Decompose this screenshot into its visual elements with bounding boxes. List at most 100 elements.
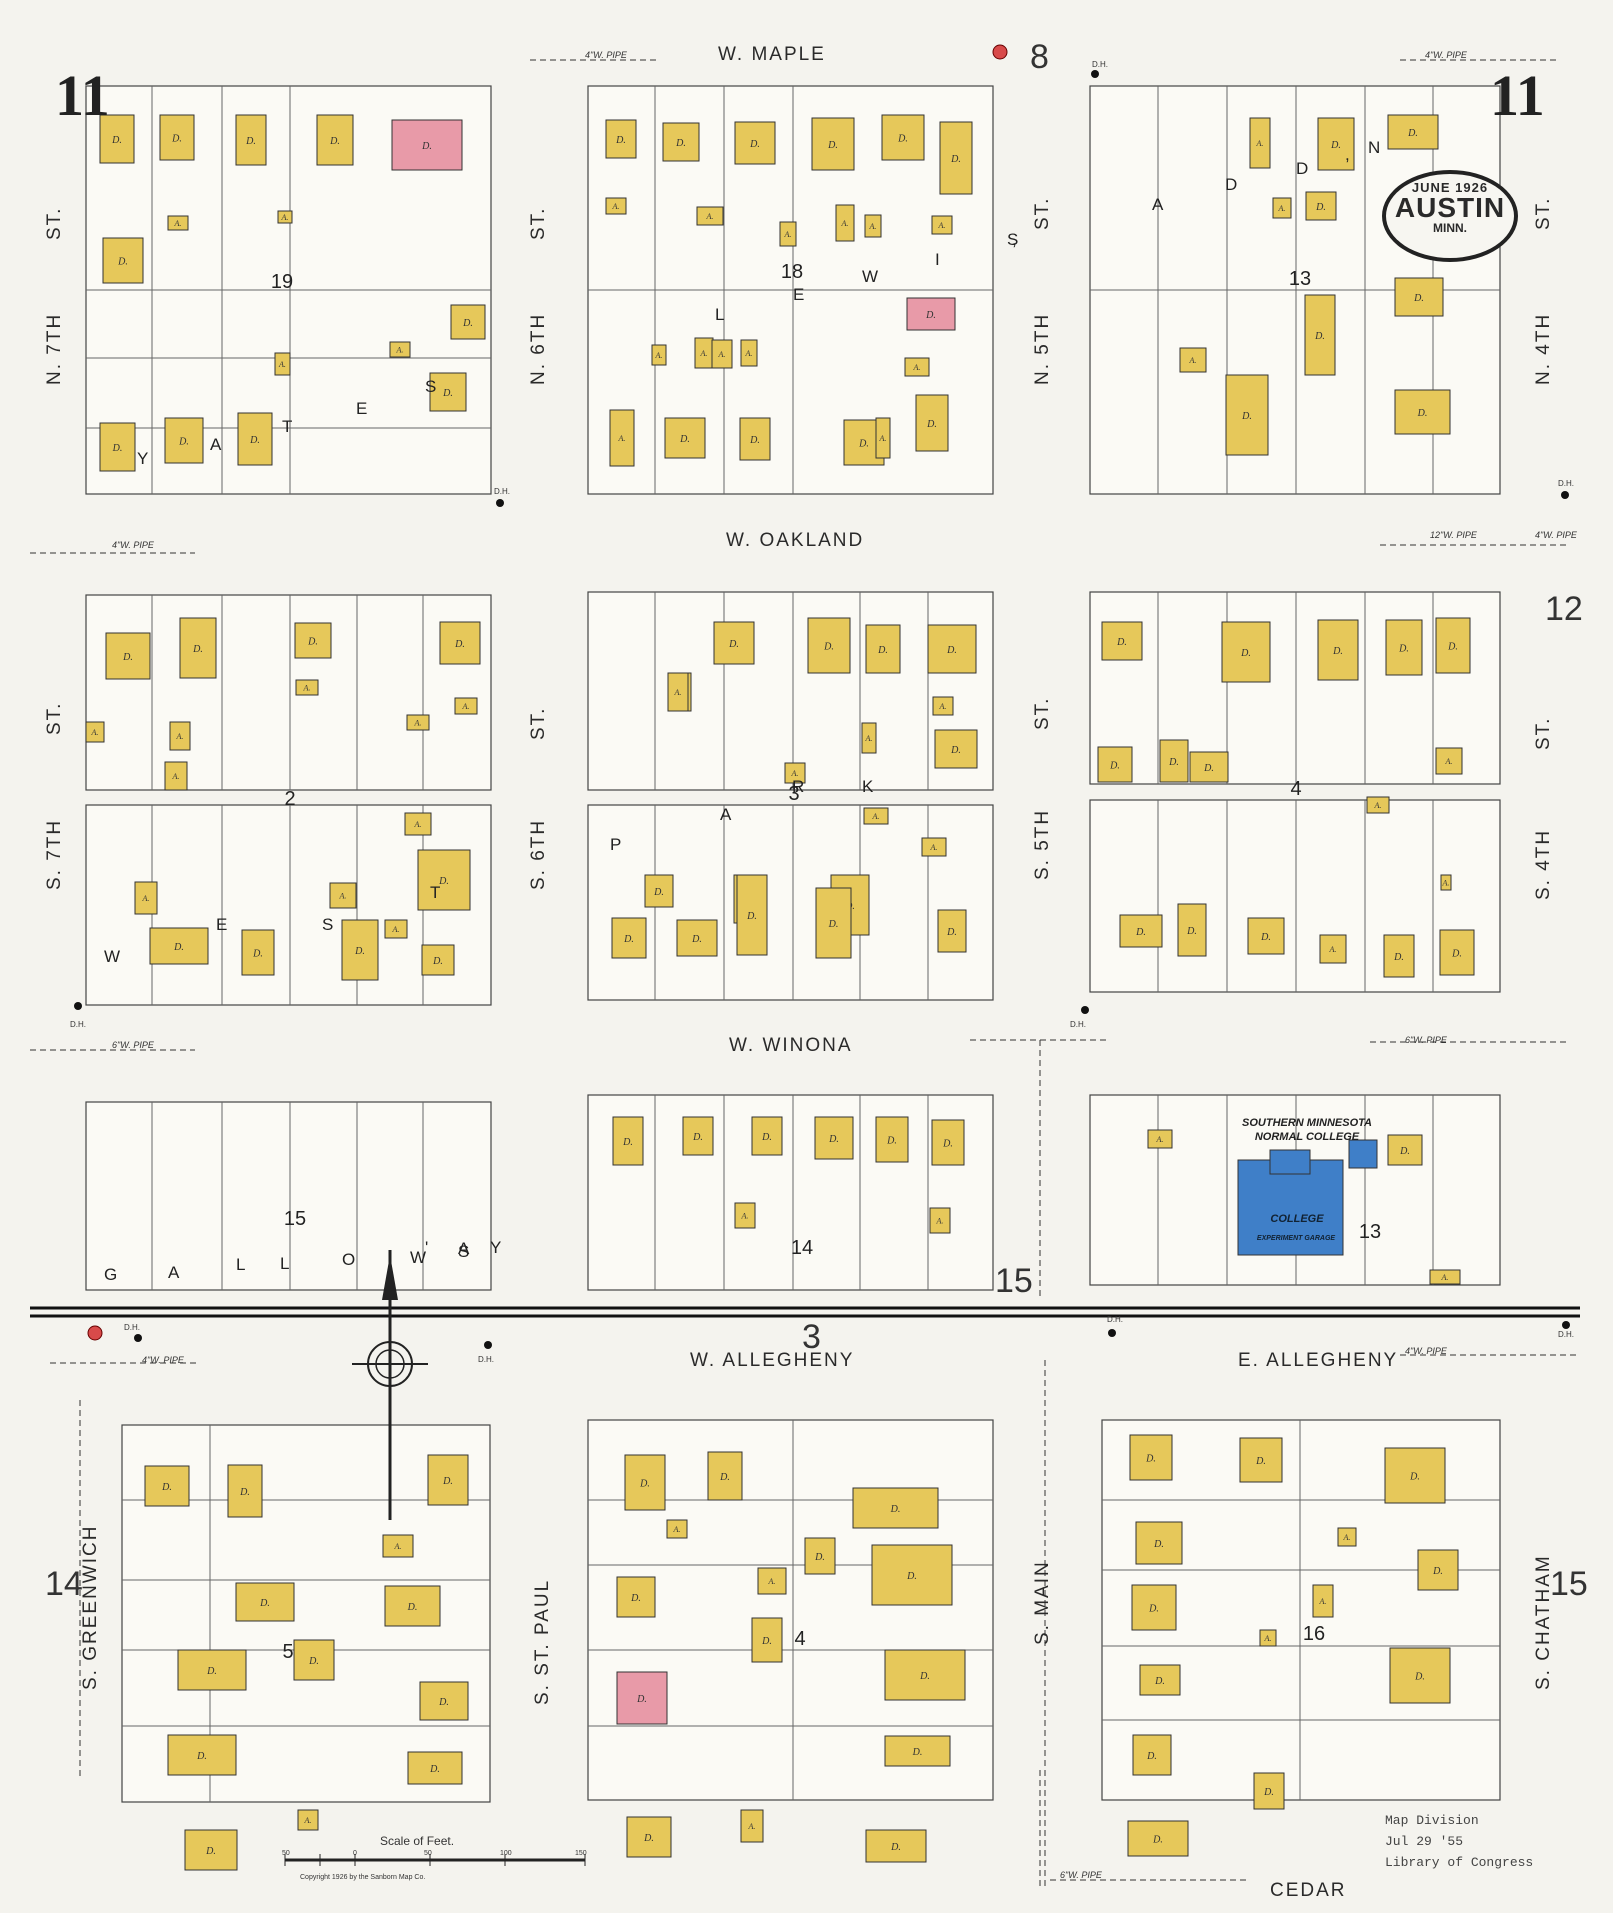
dh-label-7: D.H.	[478, 1355, 494, 1364]
street-s4-name: S. 4TH	[1533, 828, 1554, 900]
building-class-label: A.	[91, 728, 99, 737]
building-footprint	[807, 617, 851, 674]
building: D.	[815, 887, 852, 959]
building: D.	[881, 114, 925, 161]
building-footprint	[169, 721, 191, 751]
building-footprint	[235, 1582, 295, 1622]
building-footprint	[865, 624, 901, 674]
college-building-sub: EXPERIMENT GARAGE	[1256, 1235, 1336, 1242]
building-footprint	[906, 297, 956, 331]
compass-north-arrow	[382, 1255, 398, 1300]
scale-bar	[284, 1854, 586, 1866]
street-w-maple: W. MAPLE	[718, 44, 826, 65]
building-footprint	[177, 1649, 247, 1691]
building: D.	[1384, 1447, 1446, 1504]
building-footprint	[1237, 1159, 1344, 1256]
building: D.	[429, 372, 467, 412]
block-number-5: 5	[282, 1641, 293, 1663]
street-s-chatham: S. CHATHAM	[1533, 1554, 1554, 1690]
building: D.	[1385, 619, 1423, 676]
building-footprint	[779, 221, 797, 247]
building: D.	[811, 117, 855, 171]
dh-dot	[1561, 491, 1569, 499]
building: D.	[871, 1544, 953, 1606]
building-class-label: A.	[1156, 1135, 1164, 1144]
building-footprint	[1348, 1139, 1378, 1169]
building: A.	[861, 722, 877, 754]
building-class-label: D.	[1255, 1456, 1266, 1467]
building-class-label: D.	[1146, 1751, 1157, 1762]
yates-addition-letter: S	[425, 377, 436, 396]
building-footprint	[835, 204, 855, 242]
building-footprint	[407, 1751, 463, 1785]
building-class-label: A.	[339, 892, 347, 901]
building-class-label: D.	[329, 136, 340, 147]
building-footprint	[134, 881, 158, 915]
building-class-label: D.	[643, 1833, 654, 1844]
building: D.	[384, 1585, 441, 1627]
building: D.	[177, 1649, 247, 1691]
building-footprint	[611, 917, 647, 959]
building: D.	[1417, 1549, 1459, 1591]
building: A.	[734, 1202, 756, 1229]
building-footprint	[1305, 191, 1337, 221]
building-class-label: D.	[205, 1846, 216, 1857]
building-class-label: D.	[630, 1593, 641, 1604]
building-class-label: D.	[1240, 648, 1251, 659]
building: A.	[864, 214, 882, 238]
building-footprint	[734, 1202, 756, 1229]
building: D.	[417, 849, 471, 911]
street-cedar: CEDAR	[1270, 1880, 1347, 1901]
building-footprint	[904, 357, 930, 377]
building: D.	[751, 1116, 783, 1156]
building: D.	[865, 624, 901, 674]
building-footprint	[644, 874, 674, 908]
building-footprint	[1119, 914, 1163, 948]
yates-addition-letter: E	[356, 399, 367, 418]
building: A.	[1179, 347, 1207, 373]
building-footprint	[1249, 117, 1271, 169]
building-footprint	[736, 874, 768, 956]
building-footprint	[865, 1829, 927, 1863]
building: D.	[682, 1116, 714, 1156]
pipe-label-oakland-e: 4"W. PIPE	[1535, 530, 1577, 540]
building-class-label: D.	[1152, 1835, 1163, 1846]
building-footprint	[927, 624, 977, 674]
building-footprint	[676, 919, 718, 957]
building: A.	[389, 341, 411, 358]
pipe-label-oakland-w: 4"W. PIPE	[112, 540, 154, 550]
building: A.	[134, 881, 158, 915]
street-n5-st: ST.	[1032, 196, 1053, 230]
west-addition-letter: W	[104, 947, 120, 966]
building: D.	[341, 919, 379, 981]
street-s7-name: S. 7TH	[44, 818, 65, 890]
building-class-label: D.	[1109, 761, 1120, 772]
building-footprint	[1269, 1149, 1311, 1175]
building-footprint	[814, 1116, 854, 1160]
building-class-label: D.	[245, 136, 256, 147]
block-number-13: 13	[1289, 268, 1311, 290]
street-e-allegheny: E. ALLEGHENY	[1238, 1350, 1399, 1371]
building-footprint	[1135, 1521, 1183, 1565]
building-class-label: A.	[748, 1822, 756, 1831]
building-footprint	[1131, 1584, 1177, 1631]
building-class-label: D.	[691, 934, 702, 945]
street-s6-name: S. 6TH	[528, 818, 549, 890]
building-class-label: D.	[858, 439, 869, 450]
building-class-label: A.	[414, 820, 422, 829]
building-class-label: D.	[206, 1666, 217, 1677]
stamp-state: MINN.	[1433, 221, 1467, 235]
building-class-label: A.	[674, 688, 682, 697]
building-class-label: A.	[1264, 1634, 1272, 1643]
building-footprint	[184, 1829, 238, 1871]
building-footprint	[740, 1809, 764, 1843]
building: D.	[644, 874, 674, 908]
building-class-label: D.	[442, 1476, 453, 1487]
street-n5-name: N. 5TH	[1032, 312, 1053, 385]
building: D.	[662, 122, 700, 162]
building-class-label: D.	[749, 139, 760, 150]
building-footprint	[421, 944, 455, 976]
building-class-label: D.	[117, 257, 128, 268]
building: A.	[1429, 1269, 1461, 1285]
